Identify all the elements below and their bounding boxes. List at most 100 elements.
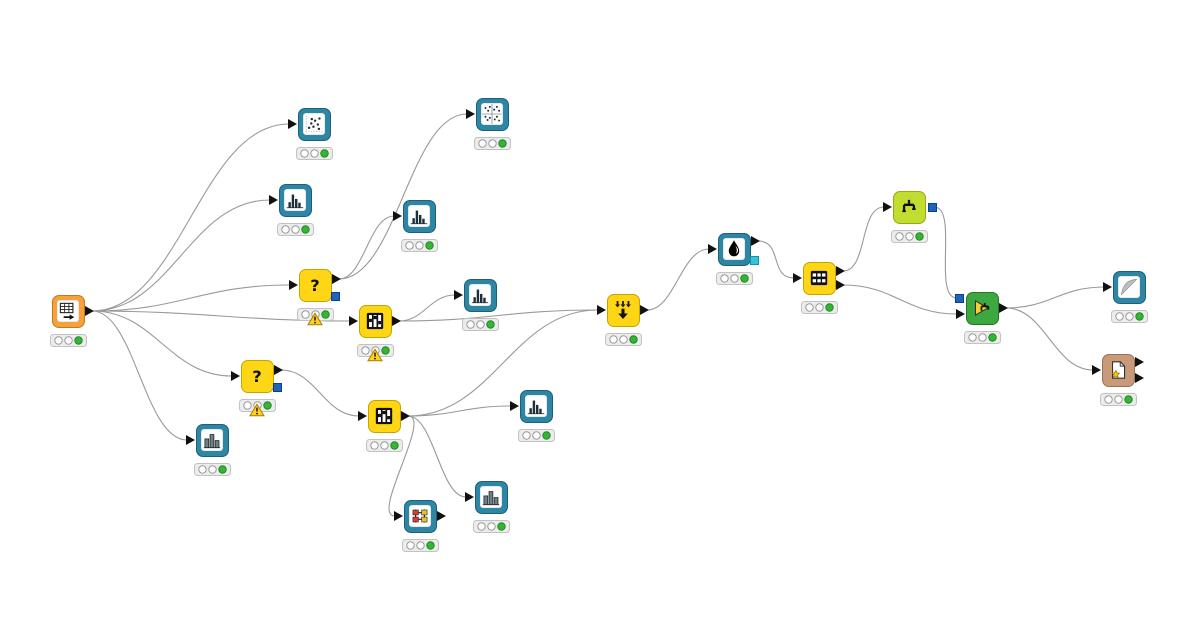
connection-edge[interactable] [407,405,512,417]
model-output-port[interactable] [927,202,937,212]
connection-edge[interactable] [398,309,599,322]
connection-edge[interactable] [388,415,415,517]
node-body[interactable] [402,199,436,233]
connection-edge[interactable] [757,240,795,279]
connection-edge[interactable] [842,206,885,272]
connection-edge[interactable] [91,310,233,377]
connection-edge[interactable] [646,248,710,311]
scatter-plot-node[interactable] [287,107,333,160]
connection-edge[interactable] [91,123,290,312]
histogram-1-node[interactable] [268,183,314,236]
input-port[interactable] [464,492,474,502]
table-reader-node[interactable] [49,294,94,347]
connection-edge[interactable] [407,415,467,498]
node-body[interactable] [892,190,926,224]
missing-value-2-node[interactable] [357,399,410,452]
connection-edge[interactable] [338,113,468,280]
connection-edge[interactable] [91,199,271,312]
color-manager-node[interactable] [707,232,760,285]
bar-chart-1-node[interactable] [185,423,231,476]
connection-edge[interactable] [842,284,958,315]
input-port[interactable] [185,435,195,445]
connection-edge[interactable] [407,309,599,417]
connection-edge[interactable] [933,206,958,299]
connection-edge[interactable] [1005,307,1094,371]
node-body[interactable]: ? [298,268,332,302]
input-port[interactable] [230,371,240,381]
partitioning-node[interactable] [792,261,845,314]
output-port[interactable] [835,280,845,290]
node-body[interactable]: ? [240,359,274,393]
connection-edge[interactable] [91,284,291,312]
node-body[interactable] [463,278,497,312]
concatenate-node[interactable] [596,293,649,346]
input-port[interactable] [707,244,717,254]
statistics-1-node[interactable]: ? [288,268,341,325]
node-body[interactable] [475,97,509,131]
node-body[interactable] [358,304,392,338]
output-port[interactable] [750,236,760,246]
histogram-4-node[interactable] [509,389,555,442]
node-body[interactable] [403,499,437,533]
connection-edge[interactable] [398,294,456,322]
input-port[interactable] [357,411,367,421]
node-body[interactable] [51,294,85,328]
model-output-port[interactable] [272,382,282,392]
input-port[interactable] [792,273,802,283]
input-port[interactable] [465,109,475,119]
output-port[interactable] [1134,357,1144,367]
output-port[interactable] [639,305,649,315]
node-body[interactable] [195,423,229,457]
node-body[interactable] [606,293,640,327]
input-port[interactable] [509,401,519,411]
output-port[interactable] [436,511,446,521]
node-body[interactable] [1112,270,1146,304]
output-port[interactable] [273,365,283,375]
input-port[interactable] [955,309,965,319]
input-port[interactable] [287,119,297,129]
bar-chart-2-node[interactable] [464,480,510,533]
input-port[interactable] [392,211,402,221]
scatter-matrix-node[interactable] [465,97,511,150]
tree-predictor-node[interactable] [954,291,1008,344]
model-input-port[interactable] [954,293,964,303]
histogram-2-node[interactable] [392,199,438,252]
color-output-port[interactable] [749,255,759,265]
node-body[interactable] [367,399,401,433]
input-port[interactable] [882,202,892,212]
connection-edge[interactable] [280,369,360,417]
node-body[interactable] [519,389,553,423]
missing-value-1-node[interactable] [348,304,401,361]
node-body[interactable] [474,480,508,514]
node-body[interactable] [717,232,751,266]
histogram-3-node[interactable] [453,278,499,331]
color-appender-node[interactable] [393,499,446,552]
input-port[interactable] [1091,365,1101,375]
output-port[interactable] [400,411,410,421]
scorer-node[interactable] [1091,353,1144,406]
output-port[interactable] [998,303,1008,313]
node-body[interactable] [802,261,836,295]
input-port[interactable] [348,316,358,326]
roc-curve-node[interactable] [1102,270,1148,323]
node-body[interactable] [297,107,331,141]
connection-edge[interactable] [1005,286,1105,309]
input-port[interactable] [453,290,463,300]
connection-edge[interactable] [91,310,188,441]
node-body[interactable] [278,183,312,217]
node-body[interactable] [1101,353,1135,387]
input-port[interactable] [288,280,298,290]
output-port[interactable] [84,306,94,316]
output-port[interactable] [1134,373,1144,383]
input-port[interactable] [596,305,606,315]
tree-learner-node[interactable] [882,190,937,243]
connection-edge[interactable] [338,215,395,280]
model-output-port[interactable] [330,291,340,301]
output-port[interactable] [835,266,845,276]
output-port[interactable] [391,316,401,326]
statistics-2-node[interactable]: ? [230,359,283,416]
input-port[interactable] [268,195,278,205]
output-port[interactable] [331,274,341,284]
input-port[interactable] [393,511,403,521]
node-body[interactable] [965,291,999,325]
